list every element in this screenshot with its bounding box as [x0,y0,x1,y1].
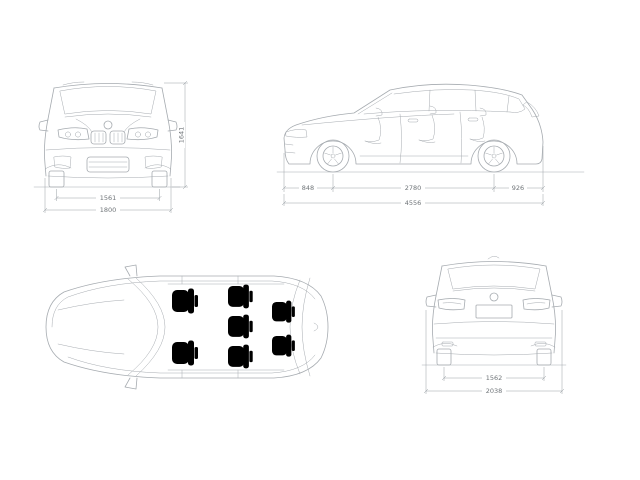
rear-view-drawing: 1562 2038 [421,256,567,395]
front-grille-left [90,130,107,145]
rear-window [447,264,541,290]
rear-license-plate [475,304,513,319]
side-rear-wheel [477,139,511,173]
side-door-handle-front [407,118,419,123]
top-windshield [127,278,159,376]
side-door-handle-rear [467,117,479,122]
front-headlight-left [57,127,90,141]
front-wheel-right [151,170,168,188]
front-car-outline [33,81,181,188]
side-seat-rear [469,107,487,142]
front-dimensions: 1641 1561 1800 [42,80,188,214]
front-track-label: 1561 [100,194,117,202]
rear-roundel-badge [489,292,499,302]
side-wheelbase-label: 2780 [405,184,422,192]
side-seat-front [364,107,383,144]
front-height-label: 1641 [178,127,186,144]
front-roundel-badge [103,120,113,130]
front-width-label: 1800 [100,206,117,214]
rear-taillights [437,298,551,311]
top-rear-window [289,279,301,375]
side-length-label: 4556 [405,199,422,207]
rear-wheel-right [536,348,552,366]
front-view-drawing: 1641 1561 1800 [33,80,188,214]
rear-view: 1562 2038 [416,248,586,398]
side-rear-overhang-label: 926 [512,184,524,192]
rear-wheel-left [436,348,452,366]
side-front-wheel [316,139,350,173]
top-car-outline [45,264,329,390]
rear-mirrors [425,294,563,308]
top-mirrors [124,264,138,390]
top-antenna [313,322,319,332]
side-view: 848 2780 926 4556 [272,52,602,222]
side-headlight [285,129,308,138]
side-view-drawing: 848 2780 926 4556 [276,83,585,207]
front-wheel-left [48,170,65,188]
front-mirrors [38,119,178,132]
front-view: 1641 1561 1800 [30,72,200,222]
top-seats [172,284,295,369]
top-view-drawing [45,264,329,390]
rear-antenna-fin [487,256,500,260]
side-seat-middle [418,105,437,143]
rear-width-mirrors-label: 2038 [486,387,503,395]
rear-track-label: 1562 [486,374,503,382]
rear-dimensions: 1562 2038 [423,310,565,395]
side-car-outline [276,83,585,173]
front-headlight-right [126,127,159,141]
side-taillight [522,101,540,118]
side-front-overhang-label: 848 [302,184,314,192]
top-view [32,252,352,402]
side-dimensions: 848 2780 926 4556 [281,146,546,207]
front-grille-right [109,130,126,145]
rear-car-outline [421,256,567,366]
